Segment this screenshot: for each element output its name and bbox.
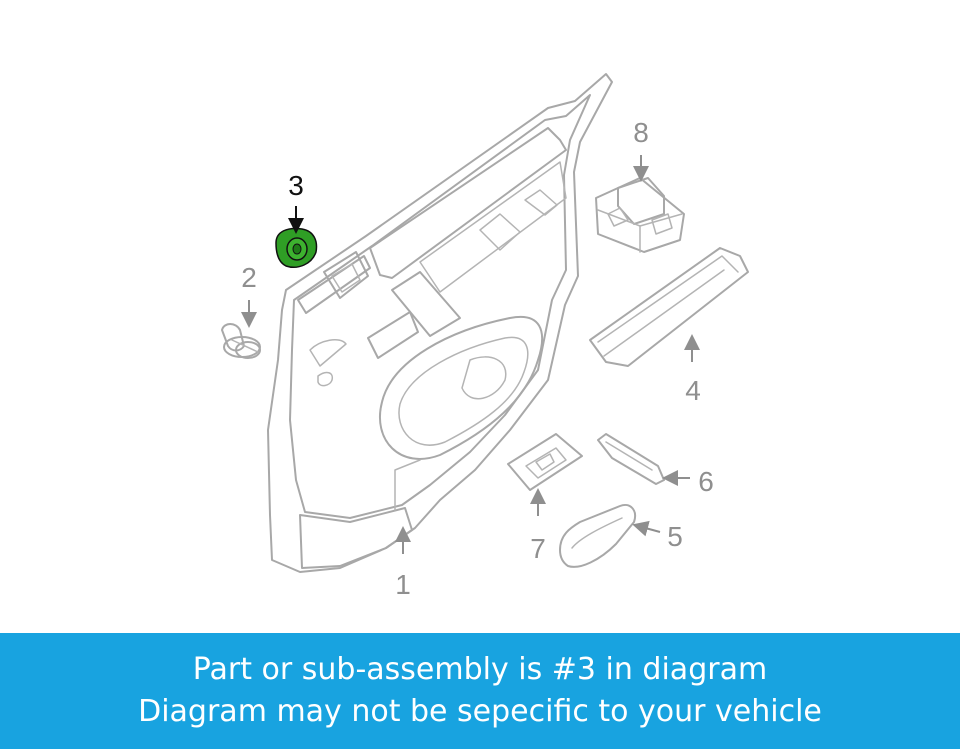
label-part-6: 6	[698, 466, 714, 497]
label-part-5: 5	[667, 521, 683, 552]
info-banner: Part or sub-assembly is #3 in diagram Di…	[0, 633, 960, 749]
label-part-7: 7	[530, 533, 546, 564]
clip-part-2	[221, 323, 261, 359]
label-part-4: 4	[685, 375, 701, 406]
banner-line-disclaimer: Diagram may not be sepecific to your veh…	[138, 694, 822, 729]
exploded-parts-diagram: 3 2 8 4 6 5 7 1	[221, 73, 749, 600]
pull-cup-part-5	[559, 504, 636, 568]
label-part-8: 8	[633, 117, 649, 148]
highlighted-part-3	[275, 227, 318, 268]
banner-line-part-info: Part or sub-assembly is #3 in diagram	[192, 652, 768, 687]
callout-arrow-5	[632, 520, 661, 537]
window-switch-part-8	[595, 177, 685, 253]
label-part-2: 2	[241, 262, 257, 293]
label-part-1: 1	[395, 569, 411, 600]
switch-bezel-part-7	[507, 433, 583, 491]
label-part-3: 3	[288, 170, 304, 201]
door-trim-panel-part-1	[267, 73, 613, 573]
small-trim-part-6	[597, 433, 665, 485]
armrest-strip-part-4	[589, 247, 749, 367]
